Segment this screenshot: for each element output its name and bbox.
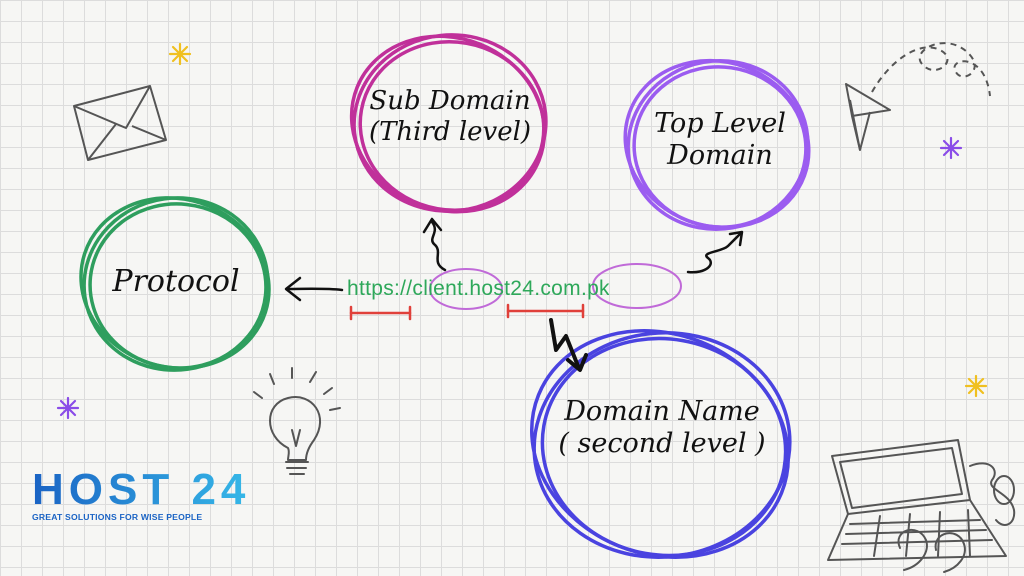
tld-label: Top Level Domain <box>640 108 800 173</box>
tld-circle <box>623 58 811 231</box>
sparkle-icon <box>964 374 988 398</box>
domain-name-label-line1: Domain Name <box>564 396 760 427</box>
light-bulb-icon <box>253 367 341 475</box>
sparkle-icon <box>939 136 963 160</box>
arrow-to-domain-name <box>549 318 588 372</box>
host24-logo: HOST 24 GREAT SOLUTIONS FOR WISE PEOPLE <box>32 465 251 523</box>
sparkle-icon <box>168 42 192 66</box>
domain-bracket <box>506 303 585 319</box>
logo-tagline: GREAT SOLUTIONS FOR WISE PEOPLE <box>32 512 203 522</box>
url-text: https://client.host24.com.pk <box>347 277 610 300</box>
subdomain-label: Sub Domain (Third level) <box>360 86 540 148</box>
laptop-icon <box>827 439 1016 573</box>
sparkle-icon <box>56 396 80 420</box>
protocol-circle <box>79 196 271 372</box>
protocol-label: Protocol <box>96 264 256 300</box>
subdomain-label-line2: (Third level) <box>368 117 532 148</box>
arrow-to-subdomain <box>422 217 447 272</box>
tld-label-line1: Top Level <box>654 108 786 139</box>
protocol-bracket <box>349 305 412 321</box>
domain-name-label-line2: ( second level ) <box>558 428 766 460</box>
arrow-to-tld <box>686 230 744 274</box>
arrow-to-protocol <box>284 276 344 302</box>
subdomain-circle <box>349 33 548 214</box>
tld-highlight <box>592 263 682 309</box>
subdomain-label-line1: Sub Domain <box>369 86 531 116</box>
protocol-label-text: Protocol <box>112 264 240 299</box>
subdomain-highlight <box>429 268 503 310</box>
logo-name: HOST 24 <box>32 465 251 514</box>
tld-label-line2: Domain <box>667 140 773 172</box>
envelope-icon <box>73 85 167 161</box>
domain-name-circle <box>529 329 792 559</box>
paper-plane-icon <box>845 42 991 151</box>
domain-name-label: Domain Name ( second level ) <box>552 396 772 461</box>
